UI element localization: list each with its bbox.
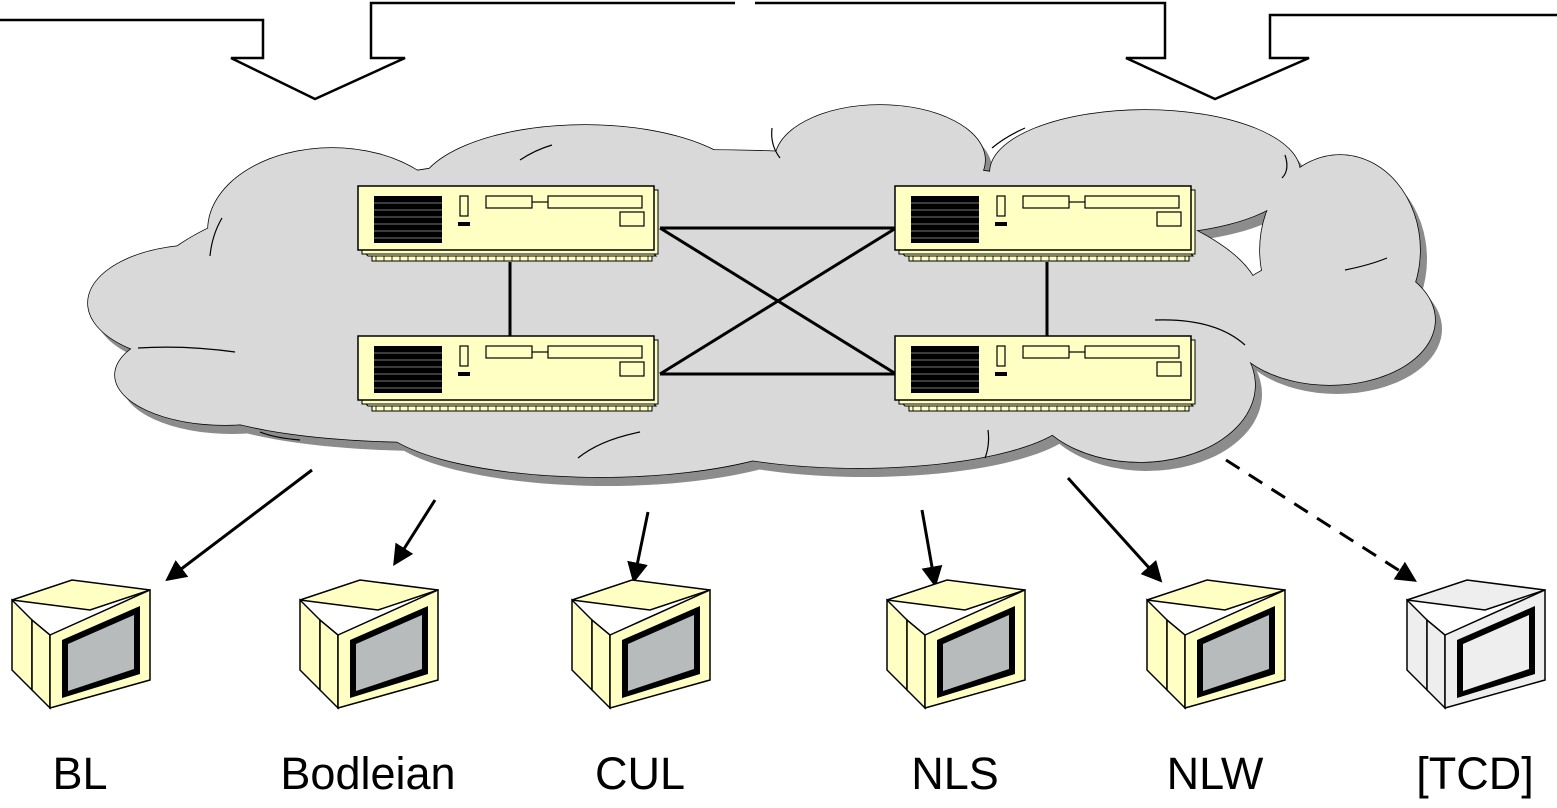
cloud-inner-arcs xyxy=(137,127,1388,459)
terminal-label: NLS xyxy=(911,748,999,799)
link-tcd xyxy=(1225,458,1417,582)
output-links xyxy=(165,458,1417,588)
server-links xyxy=(508,226,1049,376)
server-icon xyxy=(357,335,659,412)
server-icon xyxy=(357,185,659,262)
link-nlw xyxy=(1066,476,1163,583)
server-icon xyxy=(894,335,1196,412)
monitor-icon xyxy=(11,579,151,710)
monitor-icon xyxy=(299,579,439,710)
input-arrow-right xyxy=(755,1,1557,101)
monitor-icon xyxy=(1406,579,1546,710)
terminals xyxy=(11,579,1546,710)
monitor-icon xyxy=(1146,579,1286,710)
server-icon xyxy=(894,185,1196,262)
link-bodleian xyxy=(393,499,437,566)
terminal-label: [TCD] xyxy=(1416,748,1534,799)
input-arrow-left xyxy=(0,1,735,101)
terminal-label: CUL xyxy=(594,748,686,799)
link-cul xyxy=(627,511,650,584)
terminal-label: BL xyxy=(52,748,108,799)
monitor-icon xyxy=(571,579,711,710)
link-nls xyxy=(920,509,943,588)
link-bl xyxy=(165,468,313,582)
terminal-label: NLW xyxy=(1166,748,1264,799)
terminal-label: Bodleian xyxy=(280,748,456,799)
monitor-icon xyxy=(886,579,1026,710)
